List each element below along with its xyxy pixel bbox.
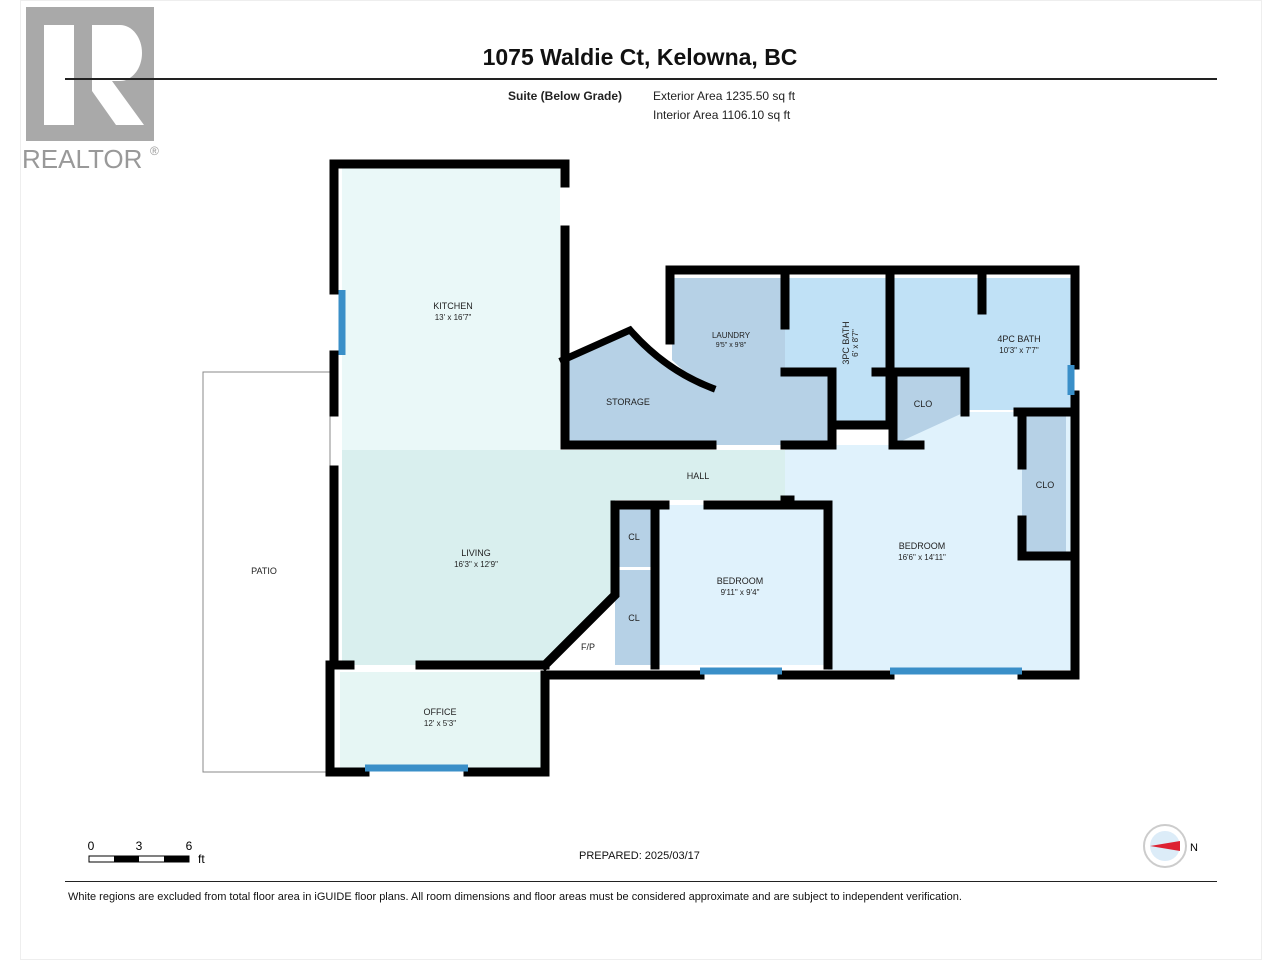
kitchen-label: KITCHEN [433, 301, 473, 311]
fp-label: F/P [581, 642, 595, 652]
svg-text:0: 0 [88, 839, 95, 853]
scale-bar: 0 3 6 ft [88, 839, 206, 866]
cl2-area [615, 570, 655, 665]
bedroom2-dim: 9'11" x 9'4" [721, 588, 760, 597]
svg-text:3: 3 [136, 839, 143, 853]
laundry-dim: 9'5" x 9'8" [716, 342, 747, 349]
hall-label: HALL [687, 471, 710, 481]
clo2-area [1022, 412, 1066, 556]
exterior-area: Exterior Area 1235.50 sq ft [653, 89, 796, 103]
kitchen-area [342, 168, 560, 450]
bath3-dim: 6' x 8'7" [851, 329, 860, 357]
walls [325, 159, 1080, 777]
bedroom1-label: BEDROOM [899, 541, 946, 551]
cl1-label: CL [628, 532, 640, 542]
bath4-dim: 10'3" x 7'7" [999, 346, 1039, 355]
bath3-label: 3PC BATH [841, 321, 851, 364]
svg-text:6: 6 [186, 839, 193, 853]
cl1-area [615, 505, 655, 567]
property-title: 1075 Waldie Ct, Kelowna, BC [482, 44, 798, 70]
interior-area: Interior Area 1106.10 sq ft [653, 108, 791, 122]
clo1-label: CLO [914, 399, 933, 409]
bedroom1-dim: 16'6" x 14'11" [898, 553, 946, 562]
realtor-logo: REALTOR ® [22, 7, 159, 174]
kitchen-dim: 13' x 16'7" [435, 313, 472, 322]
office-area [340, 672, 545, 770]
bath3-area [785, 278, 890, 425]
footer-rule [65, 881, 1217, 882]
svg-text:®: ® [150, 144, 159, 158]
cl2-label: CL [628, 613, 640, 623]
svg-text:REALTOR: REALTOR [22, 144, 142, 174]
compass-icon: N [1143, 824, 1198, 868]
living-dim: 16'3" x 12'9" [454, 560, 498, 569]
clo2-label: CLO [1036, 480, 1055, 490]
living-label: LIVING [461, 548, 491, 558]
office-label: OFFICE [424, 707, 457, 717]
storage-area [563, 330, 712, 445]
bedroom2-label: BEDROOM [717, 576, 764, 586]
laundry-area [672, 278, 832, 445]
patio-area [202, 371, 331, 773]
patio-label: PATIO [251, 566, 277, 576]
level-label: Suite (Below Grade) [508, 89, 623, 103]
living-hall-area [342, 450, 785, 665]
svg-text:N: N [1190, 842, 1198, 854]
footer-disclaimer: White regions are excluded from total fl… [68, 891, 962, 903]
bath4-label: 4PC BATH [997, 334, 1040, 344]
prepared-date: PREPARED: 2025/03/17 [579, 850, 700, 862]
header-rule [65, 78, 1217, 80]
bedroom1-area [785, 412, 1073, 670]
windows [338, 290, 1075, 772]
storage-label: STORAGE [606, 397, 650, 407]
office-dim: 12' x 5'3" [424, 719, 456, 728]
svg-text:ft: ft [198, 852, 205, 866]
bedroom2-area [655, 505, 825, 665]
laundry-label: LAUNDRY [712, 331, 751, 340]
